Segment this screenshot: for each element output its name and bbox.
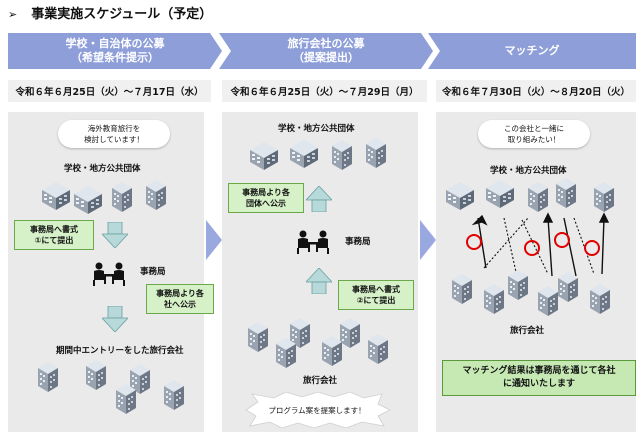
school-speech-bubble: 海外教育旅行を 検討しています！	[58, 120, 170, 148]
school-buildings-icon	[250, 138, 386, 170]
stage-1-date: 令和６年６月25日（火）～７月17日（水）	[8, 80, 211, 102]
bullet-arrow-icon: ➢	[8, 8, 18, 21]
chevron-shape	[8, 33, 222, 69]
agency-buildings-icon	[38, 360, 184, 414]
agencies-label: 旅行会社	[510, 326, 545, 336]
down-arrow-icon	[102, 222, 128, 248]
stage-1-header: 学校・自治体の公募（希望条件提示）	[8, 33, 222, 69]
burst-text: プログラム案を提案します！	[268, 405, 366, 415]
schools-label: 学校・地方公共団体	[278, 124, 355, 134]
submit-form2-box: 事務局へ書式 ②にて提出	[338, 280, 414, 310]
announce-to-schools-box: 事務局より各 団体へ公示	[228, 183, 304, 213]
up-arrow-icon	[306, 268, 332, 294]
stage-1-subtitle: （希望条件提示）	[71, 51, 159, 64]
schools-label: 学校・地方公共団体	[490, 166, 567, 176]
entry-agencies-label: 期間中エントリーをした旅行会社	[56, 346, 184, 356]
school-buildings-icon	[42, 180, 166, 214]
announce-to-agencies-box: 事務局より各 社へ公示	[146, 284, 214, 314]
office-people-icon	[297, 230, 329, 254]
office-label: 事務局	[140, 267, 166, 277]
stage-2-title: 旅行会社の公募	[287, 37, 365, 50]
stage-1-title: 学校・自治体の公募	[65, 37, 165, 50]
stage-2-subtitle: （提案提出）	[293, 51, 359, 64]
submit-form1-box: 事務局へ書式 ①にて提出	[14, 220, 94, 250]
office-people-icon	[93, 262, 125, 286]
stage-2-header: 旅行会社の公募（提案提出）	[219, 33, 433, 69]
page-title-text: 事業実施スケジュール（予定）	[31, 7, 213, 22]
chevron-shape	[219, 33, 433, 69]
office-label: 事務局	[345, 237, 371, 247]
bubble-text: 海外教育旅行を 検討しています！	[84, 124, 144, 144]
burst-shape	[245, 392, 391, 428]
school-speech-bubble: この会社と一緒に 取り組みたい！	[478, 120, 590, 148]
schools-label: 学校・地方公共団体	[64, 164, 141, 174]
down-arrow-icon	[102, 306, 128, 332]
stage-3-title: マッチング	[504, 44, 560, 57]
matching-diagram	[446, 178, 614, 316]
agency-buildings-icon	[248, 318, 388, 368]
stage-2-date: 令和６年６月25日（火）～７月29日（月）	[222, 80, 427, 102]
agencies-label: 旅行会社	[303, 376, 338, 386]
up-arrow-icon	[306, 186, 332, 212]
matching-result-box: マッチング結果は事務局を通じて各社 に通知いたします	[442, 360, 636, 396]
page-title: ➢ 事業実施スケジュール（予定）	[8, 3, 212, 22]
stage-3-date: 令和６年７月30日（火）～８月20日（火）	[436, 80, 636, 102]
proposal-burst: プログラム案を提案します！	[242, 392, 392, 428]
bubble-text: この会社と一緒に 取り組みたい！	[504, 124, 564, 144]
chevron-shape	[428, 33, 636, 69]
stage-3-header: マッチング	[428, 33, 636, 69]
flow-arrow-icon	[206, 220, 222, 260]
flow-arrow-icon	[420, 220, 436, 260]
